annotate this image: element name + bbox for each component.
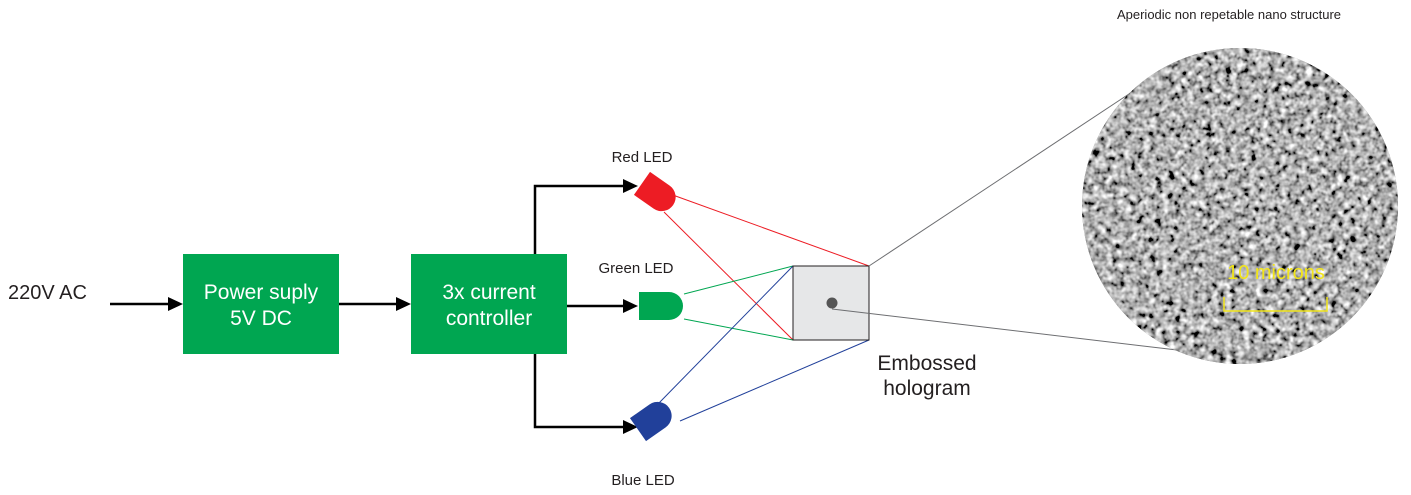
- green-led: [639, 292, 683, 320]
- scale-bar: [1223, 297, 1328, 312]
- red-led-label: Red LED: [612, 149, 673, 166]
- red-led: [633, 171, 676, 212]
- blue-led-label: Blue LED: [611, 472, 675, 489]
- blue-led: [629, 401, 672, 442]
- hologram-label-line2: hologram: [883, 377, 971, 400]
- controller-line1: 3x current: [442, 281, 536, 304]
- hologram-label-line1: Embossed: [877, 352, 976, 375]
- green-led-arrow: [567, 299, 638, 313]
- supply-to-controller-arrow: [339, 297, 411, 311]
- current-controller-block: 3x current controller: [411, 254, 567, 354]
- nano-structure-view: [1082, 48, 1398, 364]
- power-supply-line1: Power suply: [204, 281, 319, 304]
- power-supply-line2: 5V DC: [230, 307, 292, 330]
- nano-structure-title: Aperiodic non repetable nano structure: [1117, 7, 1341, 22]
- blue-led-arrow: [533, 354, 638, 434]
- controller-line2: controller: [446, 307, 532, 330]
- input-arrow: [110, 297, 183, 311]
- green-led-label: Green LED: [598, 260, 673, 277]
- light-rays: [657, 193, 870, 422]
- power-supply-block: Power suply 5V DC: [183, 254, 339, 354]
- embossed-hologram: [792, 265, 870, 341]
- magnification-lines: [831, 87, 1178, 351]
- scale-label: 10 microns: [1227, 262, 1325, 284]
- input-label: 220V AC: [8, 282, 87, 304]
- red-led-arrow: [533, 179, 638, 254]
